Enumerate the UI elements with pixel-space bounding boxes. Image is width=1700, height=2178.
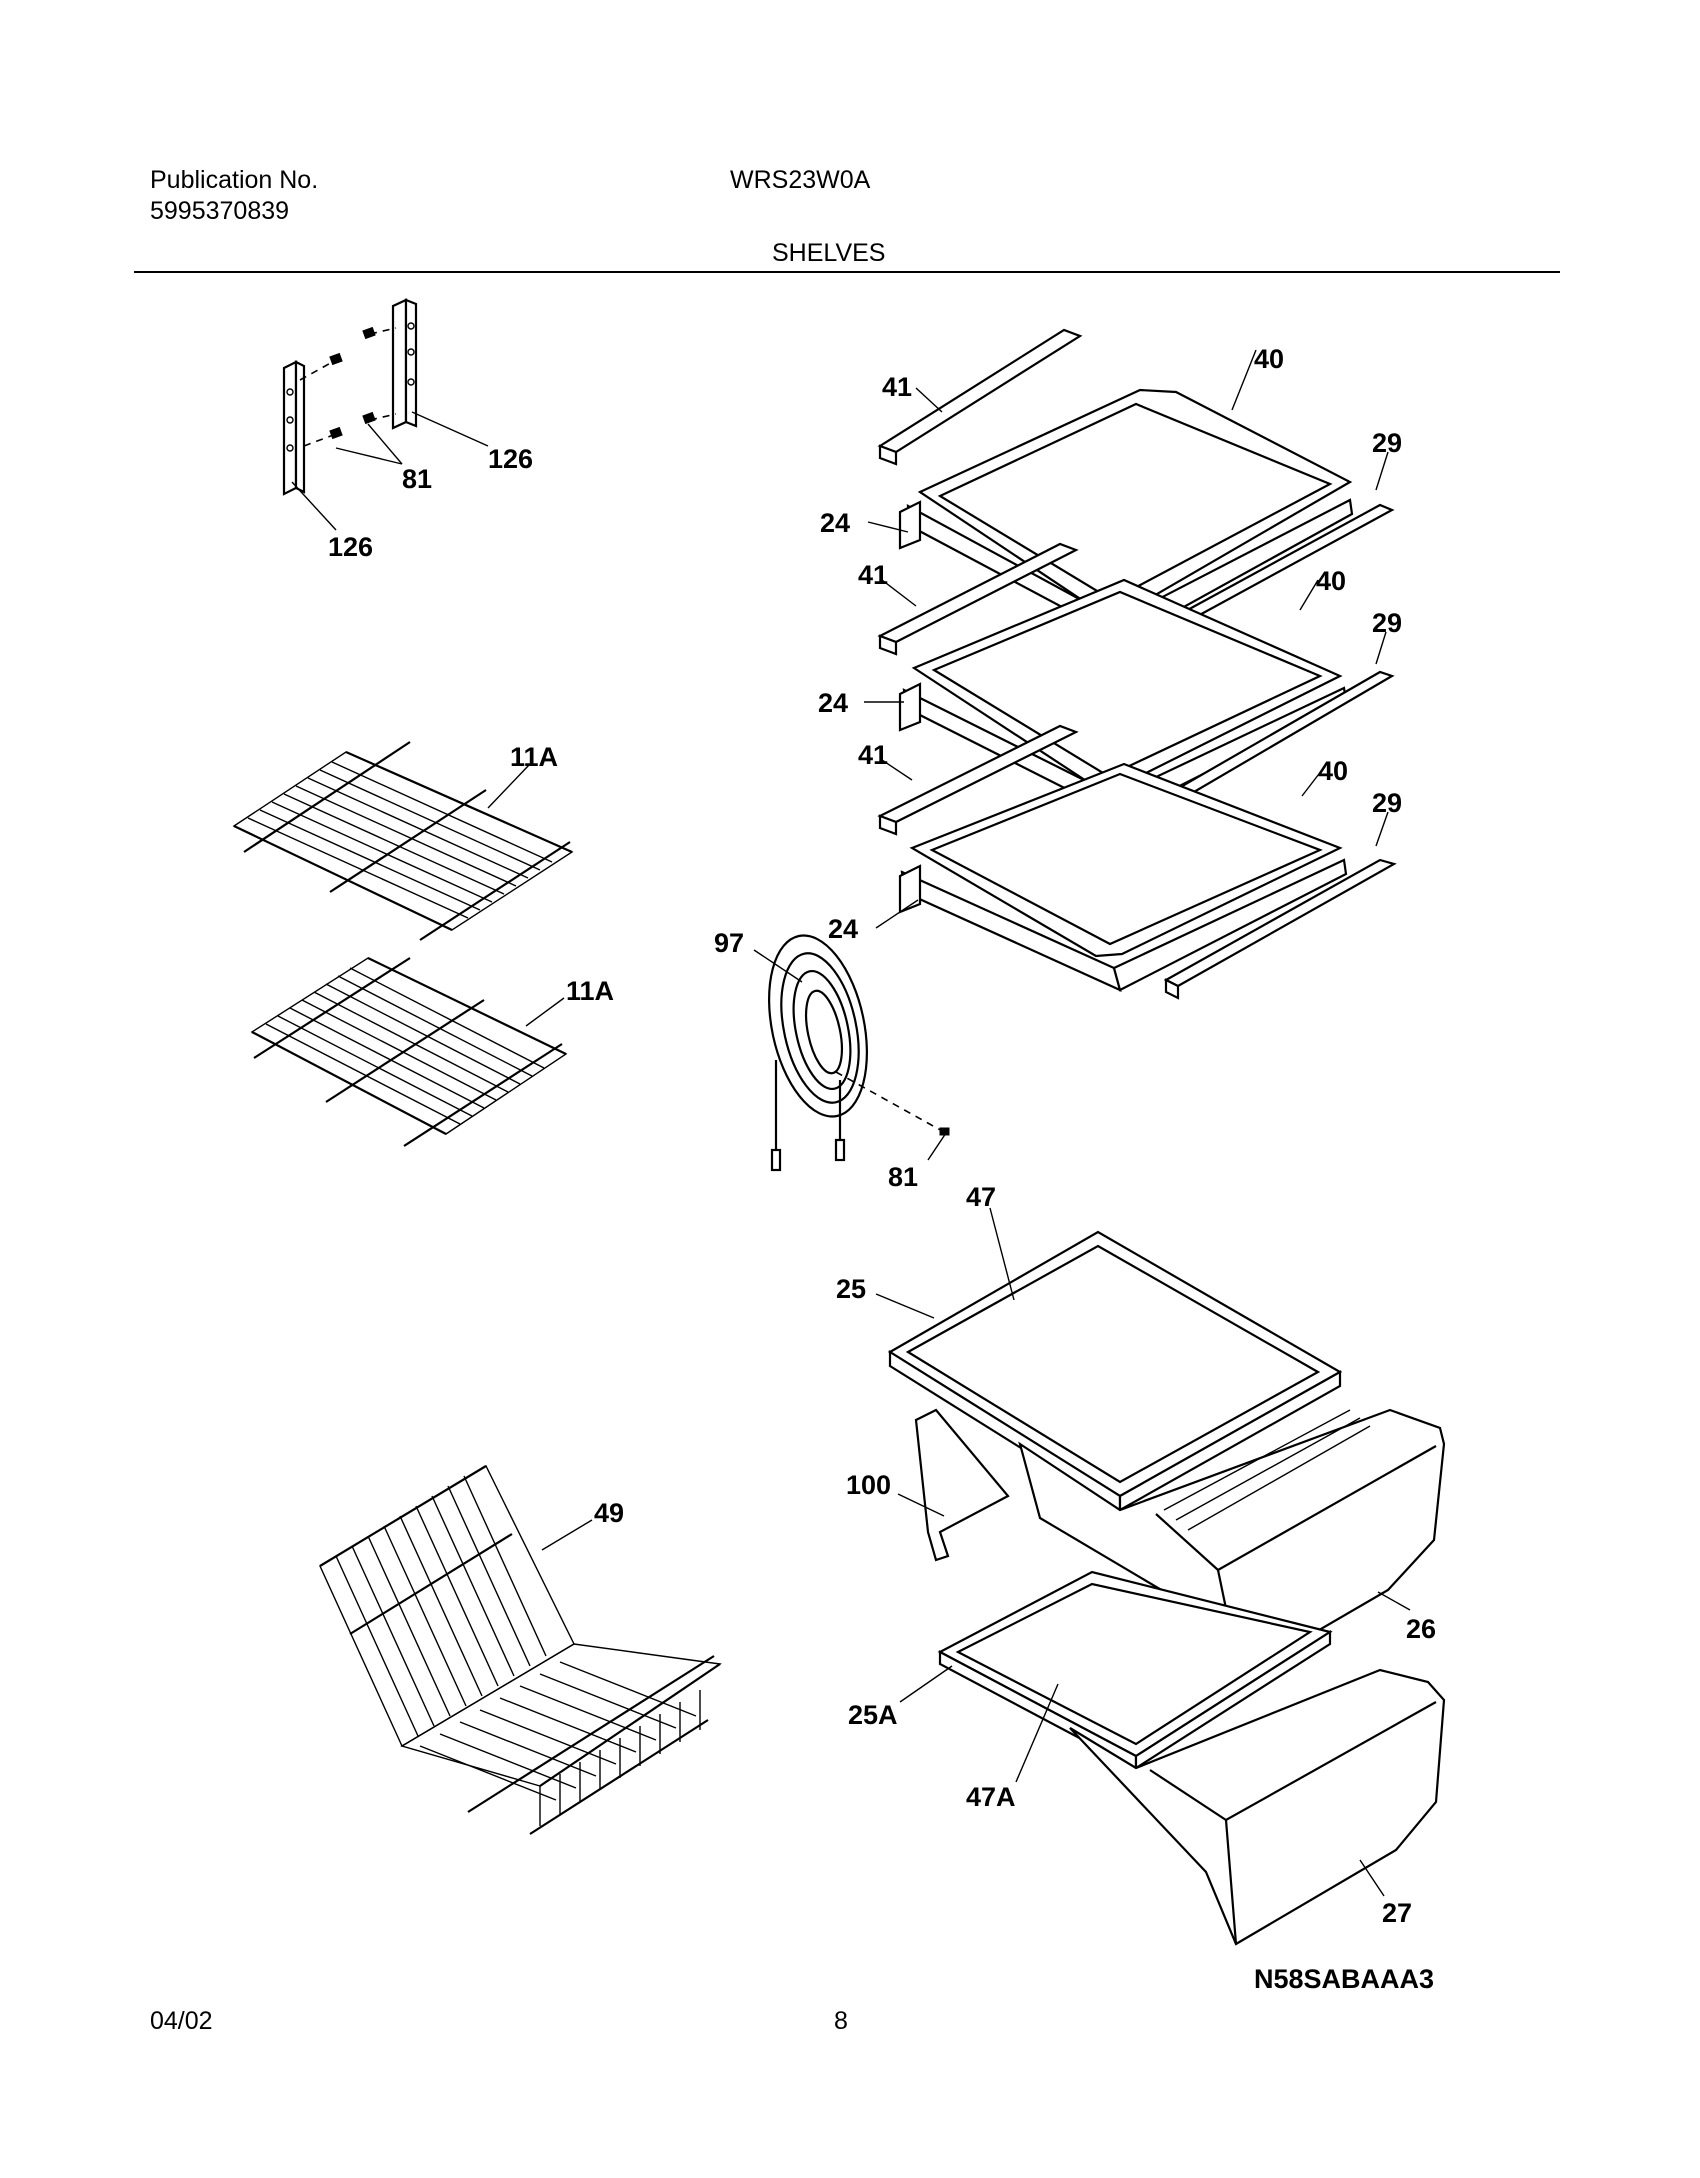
glass-shelf-3	[877, 724, 1397, 1000]
header-rule	[134, 271, 1560, 273]
callout-24-c: 24	[828, 914, 858, 944]
publication-label: Publication No.	[150, 166, 319, 194]
callout-100: 100	[846, 1470, 891, 1500]
glass-shelf-1	[877, 328, 1395, 644]
publication-number: 5995370839	[150, 197, 290, 225]
callout-29-b: 29	[1372, 608, 1402, 638]
callout-47: 47	[966, 1182, 996, 1212]
callout-41-a: 41	[882, 372, 912, 402]
callout-40-b: 40	[1316, 566, 1346, 596]
callout-126-upper: 126	[488, 444, 533, 474]
callout-25A: 25A	[848, 1700, 898, 1730]
callout-25: 25	[836, 1274, 866, 1304]
callout-11A-upper: 11A	[510, 742, 558, 772]
crisper-divider	[914, 1408, 1010, 1562]
section-title: SHELVES	[772, 239, 886, 267]
wine-rack-coil	[768, 934, 950, 1172]
callout-41-c: 41	[858, 740, 888, 770]
callout-labels: 126 81 126 41 40 29 24 41 40 29 24 41 40…	[328, 344, 1436, 1928]
callout-81-lower: 81	[888, 1162, 918, 1192]
callout-27: 27	[1382, 1898, 1412, 1928]
model-number: WRS23W0A	[730, 166, 871, 194]
callout-97: 97	[714, 928, 744, 958]
crisper-cover-upper	[887, 1230, 1343, 1512]
leader-lines	[291, 349, 1411, 1897]
callout-40-c: 40	[1318, 756, 1348, 786]
callout-41-b: 41	[858, 560, 888, 590]
callout-24-a: 24	[820, 508, 850, 538]
callout-126-lower: 126	[328, 532, 373, 562]
bracket-screws	[299, 326, 397, 447]
page-number: 8	[834, 2007, 848, 2035]
wire-shelf-lower	[250, 957, 568, 1147]
callout-29-c: 29	[1372, 788, 1402, 818]
footer-date: 04/02	[150, 2007, 213, 2035]
crisper-drawer-upper	[1018, 1408, 1446, 1678]
callout-47A: 47A	[966, 1782, 1016, 1812]
callout-81-upper: 81	[402, 464, 432, 494]
crisper-drawer-lower	[1069, 1668, 1446, 1946]
diagram-code: N58SABAAA3	[1254, 1964, 1434, 1994]
callout-11A-lower: 11A	[566, 976, 614, 1006]
wire-basket	[319, 1465, 722, 1835]
wire-shelf-upper	[232, 741, 574, 941]
callout-29-a: 29	[1372, 428, 1402, 458]
callout-40-a: 40	[1254, 344, 1284, 374]
shelf-bracket-right	[391, 298, 418, 430]
callout-49: 49	[594, 1498, 624, 1528]
callout-26: 26	[1406, 1614, 1436, 1644]
shelf-bracket-left	[282, 360, 306, 496]
callout-24-b: 24	[818, 688, 848, 718]
